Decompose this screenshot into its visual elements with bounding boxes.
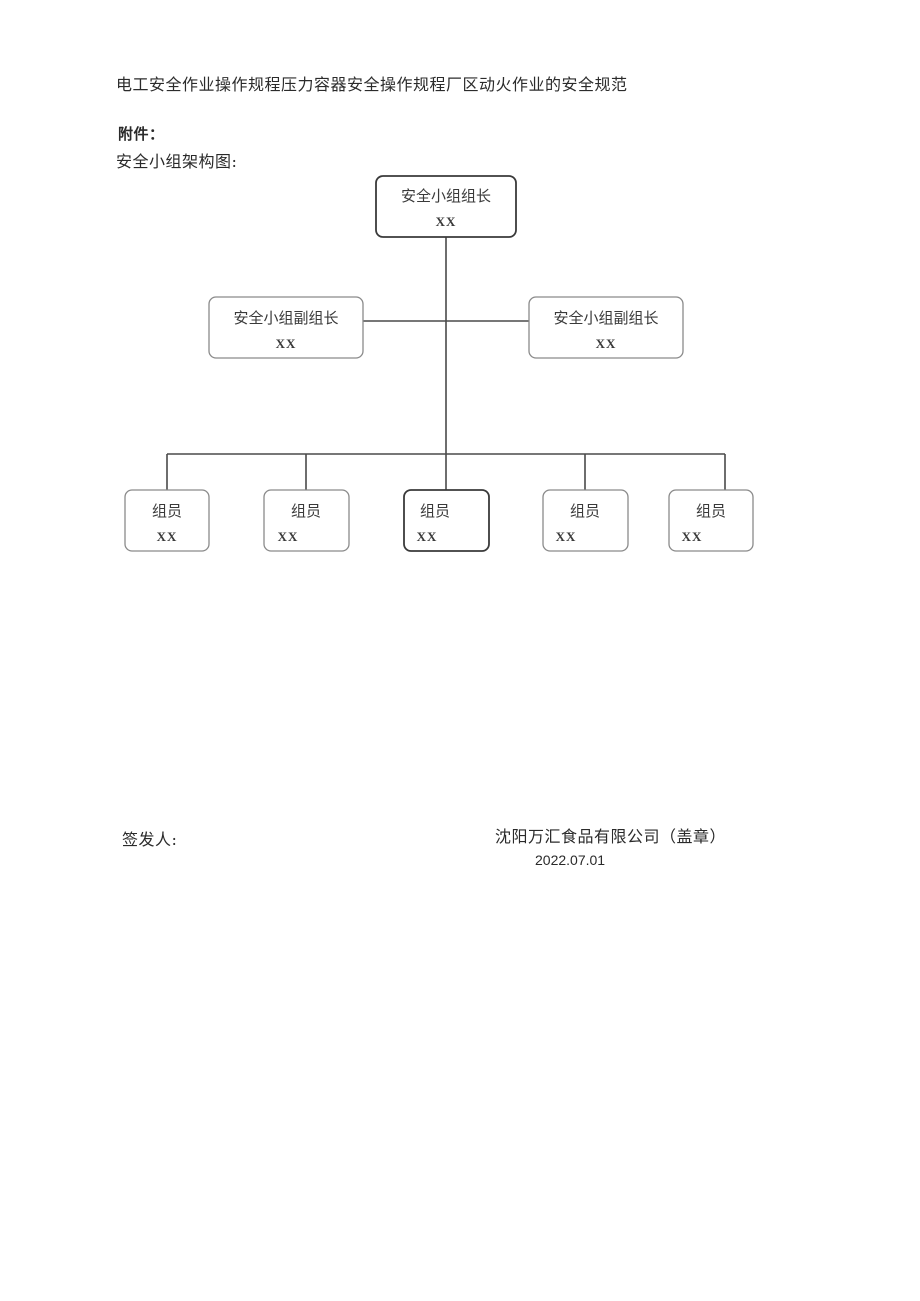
- leader-name: XX: [436, 214, 457, 229]
- org-chart: 安全小组组长 XX 安全小组副组长 XX 安全小组副组长 XX 组员 XX 组员…: [124, 175, 754, 552]
- member-name: XX: [556, 529, 577, 544]
- org-node-leader: 安全小组组长 XX: [375, 175, 517, 238]
- member-name: XX: [682, 529, 703, 544]
- deputy-name: XX: [596, 336, 617, 351]
- org-node-member: 组员 XX: [403, 489, 490, 552]
- deputy-title: 安全小组副组长: [233, 309, 338, 327]
- member-title: 组员: [291, 502, 321, 520]
- leader-title: 安全小组组长: [401, 187, 491, 205]
- member-name: XX: [417, 529, 438, 544]
- signer-label: 签发人:: [122, 830, 178, 849]
- member-name: XX: [157, 529, 178, 544]
- member-title: 组员: [420, 502, 450, 520]
- document-title: 电工安全作业操作规程压力容器安全操作规程厂区动火作业的安全规范: [116, 75, 628, 94]
- org-node-member: 组员 XX: [124, 489, 210, 552]
- attachment-label: 附件：: [118, 125, 165, 143]
- org-node-member: 组员 XX: [263, 489, 350, 552]
- deputy-name: XX: [276, 336, 297, 351]
- org-node-member: 组员 XX: [542, 489, 629, 552]
- org-chart-connectors: [166, 237, 726, 490]
- member-title: 组员: [152, 502, 182, 520]
- org-node-deputy: 安全小组副组长 XX: [208, 296, 364, 359]
- deputy-title: 安全小组副组长: [553, 309, 658, 327]
- org-node-deputy: 安全小组副组长 XX: [528, 296, 684, 359]
- issue-date: 2022.07.01: [535, 852, 606, 868]
- member-title: 组员: [570, 502, 600, 520]
- member-title: 组员: [696, 502, 726, 520]
- company-seal-line: 沈阳万汇食品有限公司（盖章）: [495, 827, 727, 846]
- member-name: XX: [278, 529, 299, 544]
- org-node-member: 组员 XX: [668, 489, 754, 552]
- structure-chart-label: 安全小组架构图:: [116, 152, 238, 171]
